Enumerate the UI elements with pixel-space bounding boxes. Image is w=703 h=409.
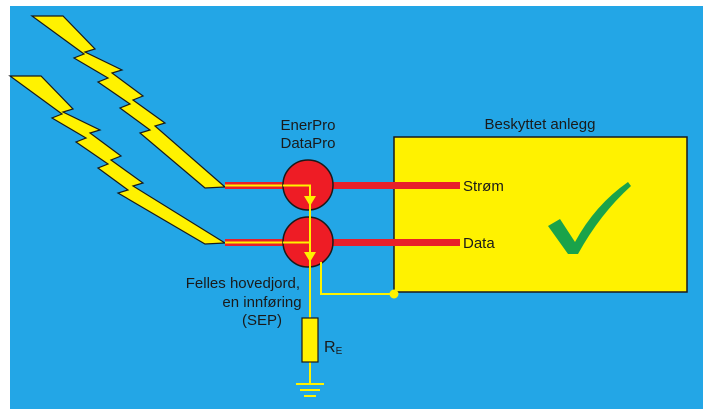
earth-resistor <box>301 317 319 363</box>
ground-symbol-icon <box>296 383 324 397</box>
protector-current-path <box>283 184 311 292</box>
top-strip <box>10 0 703 6</box>
device-label-line1: EnerPro <box>280 117 335 134</box>
device-label-line2: DataPro <box>280 135 335 152</box>
power-label: Strøm <box>463 178 504 195</box>
resistor-label-subscript: E <box>336 346 343 357</box>
resistor-label-main: R <box>324 339 336 356</box>
data-cable <box>328 239 460 246</box>
earth-conductor <box>309 262 394 384</box>
bonding-point <box>389 289 399 299</box>
protected-system-label: Beskyttet anlegg <box>485 116 596 133</box>
earth-label-line3: (SEP) <box>242 312 282 329</box>
arrow-down-icon <box>304 252 316 262</box>
earth-label-line1: Felles hovedjord, <box>186 275 300 292</box>
arrow-down-icon <box>304 196 316 206</box>
earth-label-line2: en innføring <box>222 294 301 311</box>
checkmark-icon <box>548 182 631 254</box>
resistor-label: RE <box>324 339 343 357</box>
data-label: Data <box>463 235 495 252</box>
protected-system-box <box>393 136 688 293</box>
power-cable <box>328 182 460 189</box>
